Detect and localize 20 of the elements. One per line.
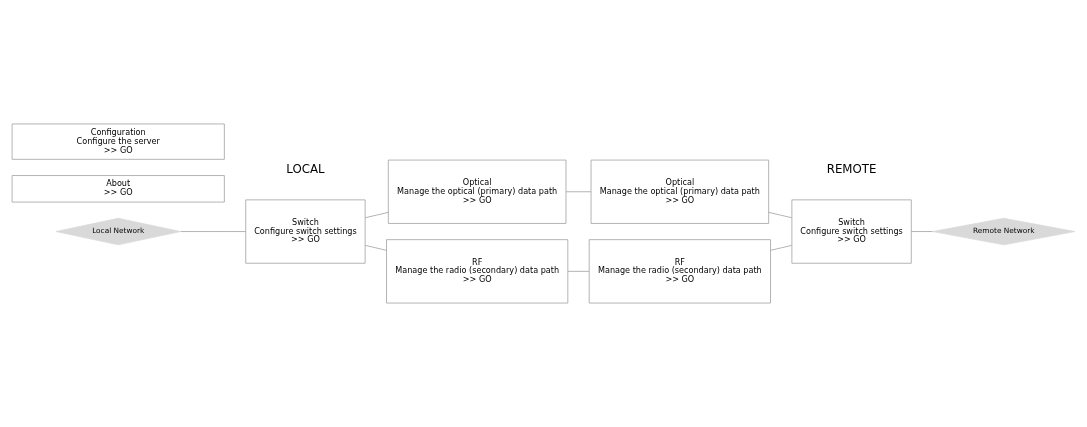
- node-diamond: Remote Network: [932, 217, 1076, 246]
- node-box: Optical Manage the optical (primary) data path >> GO: [590, 159, 770, 224]
- node-box: RF Manage the radio (secondary) data path >> GO: [386, 239, 569, 304]
- node-box: RF Manage the radio (secondary) data path >> GO: [588, 239, 771, 304]
- node-box: Switch Configure switch settings >> GO: [791, 199, 912, 264]
- connector: [364, 245, 387, 251]
- connector: [364, 212, 389, 219]
- node-box: About >> GO: [11, 175, 225, 203]
- connector: [180, 231, 246, 232]
- node-box: Configuration Configure the server >> GO: [11, 123, 225, 160]
- connector: [565, 191, 592, 193]
- label: LOCAL: [286, 162, 325, 177]
- connector: [770, 245, 793, 251]
- connector: [911, 231, 933, 232]
- label: REMOTE: [826, 162, 877, 177]
- node-box: Optical Manage the optical (primary) data path >> GO: [387, 159, 567, 224]
- node-box: Switch Configure switch settings >> GO: [245, 199, 366, 264]
- connector: [567, 271, 590, 272]
- node-diamond: Local Network: [55, 217, 181, 246]
- connector: [768, 212, 793, 219]
